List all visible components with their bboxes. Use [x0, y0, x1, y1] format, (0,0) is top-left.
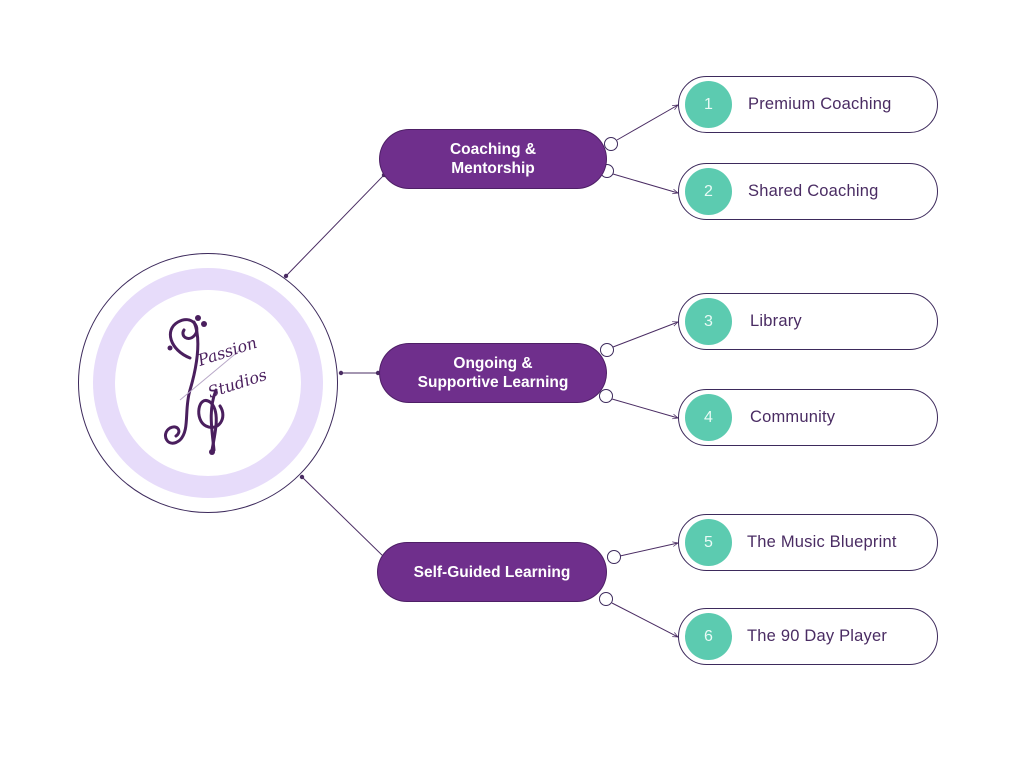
category-coaching-mentorship[interactable]: Coaching & Mentorship: [380, 130, 606, 188]
treble-clef-logo-icon: Passion Studios: [164, 315, 269, 455]
number-badge: 5: [685, 519, 732, 566]
category-label: Ongoing & Supportive Learning: [417, 355, 569, 391]
item-label: The Music Blueprint: [747, 533, 897, 551]
connector-handle: [607, 550, 621, 564]
item-music-blueprint[interactable]: 5 The Music Blueprint: [678, 514, 938, 571]
item-label: Community: [750, 408, 836, 426]
item-shared-coaching[interactable]: 2 Shared Coaching: [678, 163, 938, 220]
item-label: The 90 Day Player: [747, 627, 888, 645]
connector-handle: [600, 343, 614, 357]
item-premium-coaching[interactable]: 1 Premium Coaching: [678, 76, 938, 133]
number-badge: 6: [685, 613, 732, 660]
category-label: Coaching & Mentorship: [449, 141, 537, 177]
category-self-guided-learning[interactable]: Self-Guided Learning: [378, 543, 606, 601]
category-ongoing-supportive-learning[interactable]: Ongoing & Supportive Learning: [380, 344, 606, 402]
number-badge: 1: [685, 81, 732, 128]
connector-handle: [604, 137, 618, 151]
item-label: Premium Coaching: [748, 95, 892, 113]
connector-hub-cat1: [285, 174, 385, 277]
connector-handle: [599, 592, 613, 606]
item-90-day-player[interactable]: 6 The 90 Day Player: [678, 608, 938, 665]
item-label: Shared Coaching: [748, 182, 879, 200]
item-community[interactable]: 4 Community: [678, 389, 938, 446]
hub-inner-circle: [115, 290, 301, 476]
connector-handle: [599, 389, 613, 403]
number-badge: 3: [685, 298, 732, 345]
item-library[interactable]: 3 Library: [678, 293, 938, 350]
connector-hub-cat3: [301, 476, 385, 558]
item-label: Library: [750, 312, 802, 330]
logo-text-passion: Passion: [194, 333, 259, 370]
number-badge: 2: [685, 168, 732, 215]
number-badge: 4: [685, 394, 732, 441]
category-label: Self-Guided Learning: [413, 563, 571, 581]
